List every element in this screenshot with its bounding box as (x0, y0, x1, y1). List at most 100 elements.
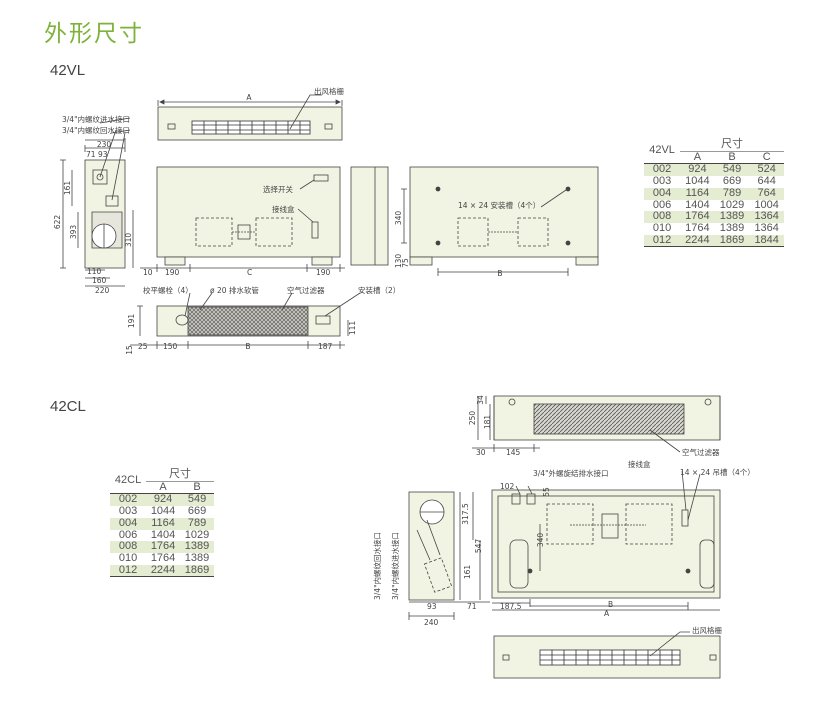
table-header-size: 尺寸 (146, 468, 214, 482)
dim-text: 15 (125, 345, 134, 355)
dimension-cell: 1364 (754, 221, 779, 234)
dimension-cell: 2244 (680, 234, 715, 248)
dim-text: 250 (468, 411, 477, 426)
dim-text: B (608, 600, 613, 609)
dim-text: 230 (97, 140, 112, 149)
dim-text: 317.5 (461, 503, 470, 525)
callout-label: 3/4"外螺旋结排水接口 (533, 468, 609, 478)
dim-text: B (245, 342, 250, 351)
callout-label: 3/4"内螺纹回水接口 (62, 125, 130, 135)
dimension-cell: 549 (180, 493, 214, 507)
dimension-cell: 549 (714, 163, 750, 177)
model-label-42vl: 42VL (50, 62, 86, 79)
dim-text: 393 (69, 225, 78, 240)
model-cell: 006 (652, 198, 672, 211)
model-cell: 008 (644, 211, 681, 223)
model-cell: 010 (118, 551, 138, 564)
table-header-col: C (749, 151, 784, 165)
dim-text: 340 (394, 211, 403, 226)
dimension-cell: 1389 (180, 541, 214, 553)
dim-text: 190 (165, 268, 180, 277)
dim-text: 93 (98, 150, 108, 159)
dim-text: 547 (474, 539, 483, 554)
dim-text: 160 (92, 276, 107, 285)
dimension-cell: 764 (749, 187, 784, 200)
model-cell: 004 (110, 517, 147, 530)
vl-bottom-view: 校平螺栓（4） ø 20 排水软管 空气过滤器 安装槽（2） 191 15 25… (125, 285, 400, 355)
dimension-cell: 789 (714, 187, 750, 200)
callout-label: 3/4"内螺纹进水接口 (62, 114, 130, 124)
dimension-cell: 1404 (150, 528, 176, 541)
dim-text: 75 (401, 258, 410, 268)
dimension-cell: 1389 (184, 551, 210, 564)
dim-text: 55 (542, 487, 551, 497)
dimension-cell: 644 (757, 175, 776, 188)
dim-text: 71 (86, 150, 96, 159)
callout-label: 安装槽（2） (358, 285, 400, 295)
model-cell: 012 (644, 234, 681, 248)
dimension-cell: 1164 (146, 517, 181, 530)
dim-text: 130 (394, 254, 403, 269)
dim-text: 71 (467, 602, 477, 611)
dimension-cell: 924 (146, 493, 181, 507)
cl-front-view: 3/4"外螺旋结排水接口 接线盒 14 × 24 吊槽（4个） 102 55 3… (491, 459, 755, 618)
table-header-size: 尺寸 (680, 138, 784, 152)
dimension-cell: 669 (722, 175, 742, 188)
model-cell: 010 (652, 221, 672, 234)
dimension-cell: 1044 (150, 505, 176, 518)
dim-text: 161 (63, 181, 72, 196)
table-header-col: B (714, 151, 750, 165)
dim-text: 240 (424, 618, 439, 627)
callout-label: 空气过滤器 (287, 285, 325, 295)
page-title: 外形尺寸 (44, 21, 144, 47)
dim-text: 102 (500, 482, 515, 491)
callout-label: 接线盒 (272, 204, 295, 214)
dim-text: A (246, 93, 252, 102)
dimension-cell: 1764 (146, 541, 181, 553)
dimension-cell: 1029 (184, 528, 210, 541)
dim-text: 30 (476, 448, 486, 457)
dim-text: 191 (127, 314, 136, 329)
dim-text: 34 (476, 395, 485, 405)
dimension-cell: 524 (749, 163, 784, 177)
dim-text: 187.5 (500, 602, 522, 611)
dim-text: 220 (95, 286, 110, 295)
dim-text: 93 (427, 602, 437, 611)
dim-text: 622 (53, 215, 62, 230)
model-cell: 004 (644, 187, 681, 200)
dim-text: 111 (348, 321, 357, 336)
callout-label: 选择开关 (263, 184, 293, 194)
table-header-model: 42CL (110, 469, 147, 495)
vl-rear-view: 14 × 24 安装槽（4个） 340 130 75 B (394, 166, 599, 278)
table-header-col: A (146, 481, 181, 495)
dimension-cell: 1389 (714, 211, 750, 223)
cl-grille-view: 出风格栅 (493, 625, 722, 679)
dimension-cell: 1164 (680, 187, 715, 200)
dimension-cell: 1364 (749, 211, 784, 223)
dimension-cell: 1004 (754, 198, 779, 211)
dimension-cell: 1869 (180, 564, 214, 578)
model-cell: 012 (110, 564, 147, 578)
callout-label: 出风格栅 (692, 625, 722, 635)
dimension-cell: 1869 (714, 234, 750, 248)
dim-text: 181 (483, 415, 492, 430)
callout-label: 接线盒 (628, 459, 651, 469)
dim-text: 25 (138, 342, 148, 351)
vl-front-view: 选择开关 接线盒 10 190 C 190 (140, 166, 389, 277)
callout-label: 3/4"内螺纹进水接口 (390, 532, 400, 600)
dim-text: 10 (143, 268, 153, 277)
callout-label: 3/4"内螺纹回水接口 (372, 532, 382, 600)
callout-label: 14 × 24 安装槽（4个） (458, 200, 540, 210)
callout-label: ø 20 排水软管 (210, 285, 259, 295)
model-cell: 002 (110, 493, 147, 507)
